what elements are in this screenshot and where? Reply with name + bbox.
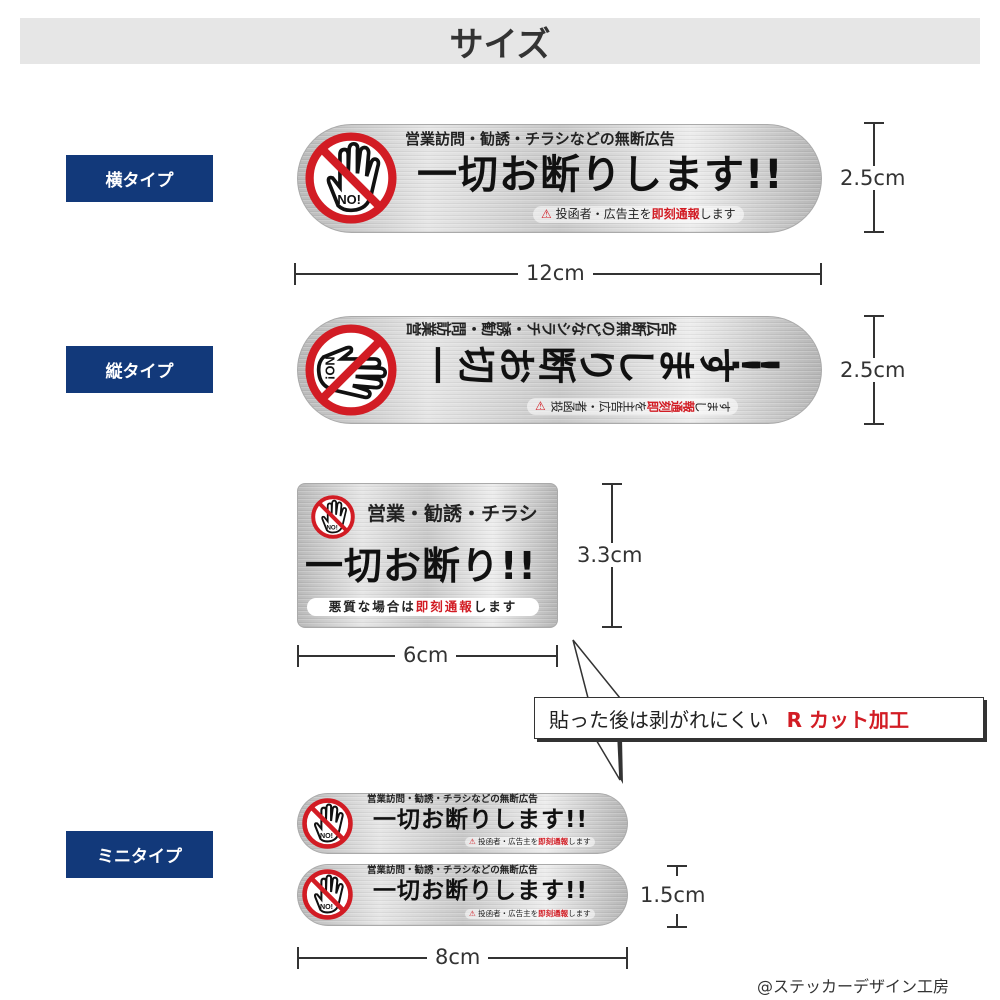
no-hand-icon: NO! [311,495,355,539]
warning-icon: ⚠ [535,399,546,413]
label-horizontal-type: 横タイプ [66,155,213,202]
sticker-main-text: 一切お断りします!! [373,878,588,904]
sticker-main-text: 一切お断りします!! [373,807,588,833]
dimension-cap [864,122,884,124]
sticker-mini-1: NO! 営業訪問・勧誘・チラシなどの無断広告 一切お断りします!! ⚠ 投函者・… [297,793,628,854]
dimension-width: 12cm [518,261,593,285]
sticker-subtitle: 営業訪問・勧誘・チラシなどの無断広告 [404,321,678,337]
no-hand-icon: NO! [305,132,397,224]
sticker-horizontal: NO! 営業訪問・勧誘・チラシなどの無断広告 一切お断りします!! ⚠ 投函者・… [297,124,822,233]
no-hand-icon: NO! [302,869,353,920]
dimension-cap [556,645,558,667]
sticker-warning: ⚠ 投函者・広告主を即刻通報します [465,837,595,848]
dimension-cap [602,626,622,628]
sticker-main-text: 一切お断り!! [305,544,537,588]
warning-red-text: 即刻通報 [651,207,700,221]
dimension-height: 3.3cm [575,543,645,567]
dimension-bracket [676,914,678,926]
warning-suffix: します [568,909,591,918]
sticker-warning: ⚠ 投函者・広告主を即刻通報します [527,398,738,416]
icon-no-text: NO! [320,832,333,840]
warning-text: 投函者・広告主を [555,207,652,221]
icon-no-text: NO! [337,192,361,207]
label-vertical-type: 縦タイプ [66,346,213,393]
sticker-subtitle: 営業訪問・勧誘・チラシなどの無断広告 [367,794,538,805]
dimension-cap [864,231,884,233]
sticker-vertical: NO! 営業訪問・勧誘・チラシなどの無断広告 一切お断りします!! ⚠ 投函者・… [297,316,822,424]
dimension-height: 2.5cm [838,166,908,190]
dimension-cap [864,423,884,425]
warning-suffix: します [568,837,591,846]
callout-tails [572,639,623,784]
sticker-main-text: 一切お断りします!! [417,152,784,198]
no-hand-icon: NO! [302,798,353,849]
sticker-warning: ⚠ 投函者・広告主を即刻通報します [465,909,595,920]
sticker-mini-2: NO! 営業訪問・勧誘・チラシなどの無断広告 一切お断りします!! ⚠ 投函者・… [297,864,628,926]
dimension-cap [667,865,687,867]
dimension-width: 6cm [395,643,457,667]
warning-red-text: 即刻通報 [538,837,569,846]
credit: @ステッカーデザイン工房 [757,977,950,996]
callout-r-cut: 貼った後は剥がれにくい R カット加工 [534,697,984,739]
warning-red-text: 即刻通報 [645,400,696,413]
dimension-cap [667,926,687,928]
callout-highlight: R カット加工 [786,707,909,732]
sticker-small: NO! 営業・勧誘・チラシ 一切お断り!! 悪質な場合は即刻通報します [297,483,558,628]
dimension-cap [294,263,296,285]
dimension-cap [626,947,628,969]
warning-text: 投函者・広告主を [478,909,539,918]
icon-no-text: NO! [320,903,333,911]
callout-text: 貼った後は剥がれにくい [549,707,769,732]
warning-red-text: 即刻通報 [538,909,569,918]
warning-icon: ⚠ [541,207,552,221]
label-mini-type: ミニタイプ [66,831,213,878]
dimension-cap [602,483,622,485]
warning-suffix: します [699,207,736,221]
dimension-cap [820,263,822,285]
dimension-cap [864,315,884,317]
warning-text: 投函者・広告主を [478,837,539,846]
sticker-subtitle: 営業訪問・勧誘・チラシなどの無断広告 [405,130,675,148]
warning-icon: ⚠ [469,837,476,846]
warning-icon: ⚠ [469,909,476,918]
warning-red-text: 即刻通報 [415,599,474,614]
icon-no-text: NO! [326,524,337,531]
warning-text: 投函者・広告主を [549,400,648,413]
sticker-warning: 悪質な場合は即刻通報します [307,598,539,616]
dimension-height: 1.5cm [640,883,706,907]
warning-suffix: します [473,599,518,614]
dimension-bracket [676,865,678,876]
sticker-subtitle: 営業訪問・勧誘・チラシなどの無断広告 [367,865,538,876]
warning-suffix: します [693,400,732,413]
dimension-width: 8cm [427,945,489,969]
icon-no-text: NO! [322,356,337,380]
dimension-height: 2.5cm [838,358,908,382]
warning-text: 悪質な場合は [328,599,416,614]
dimension-cap [297,947,299,969]
dimension-cap [297,645,299,667]
no-hand-icon: NO! [305,324,397,416]
sticker-main-text: 一切お断りします!! [413,345,788,386]
sticker-subtitle: 営業・勧誘・チラシ [367,503,538,525]
sticker-warning: ⚠ 投函者・広告主を即刻通報します [533,206,744,224]
page-title: サイズ [20,18,980,65]
